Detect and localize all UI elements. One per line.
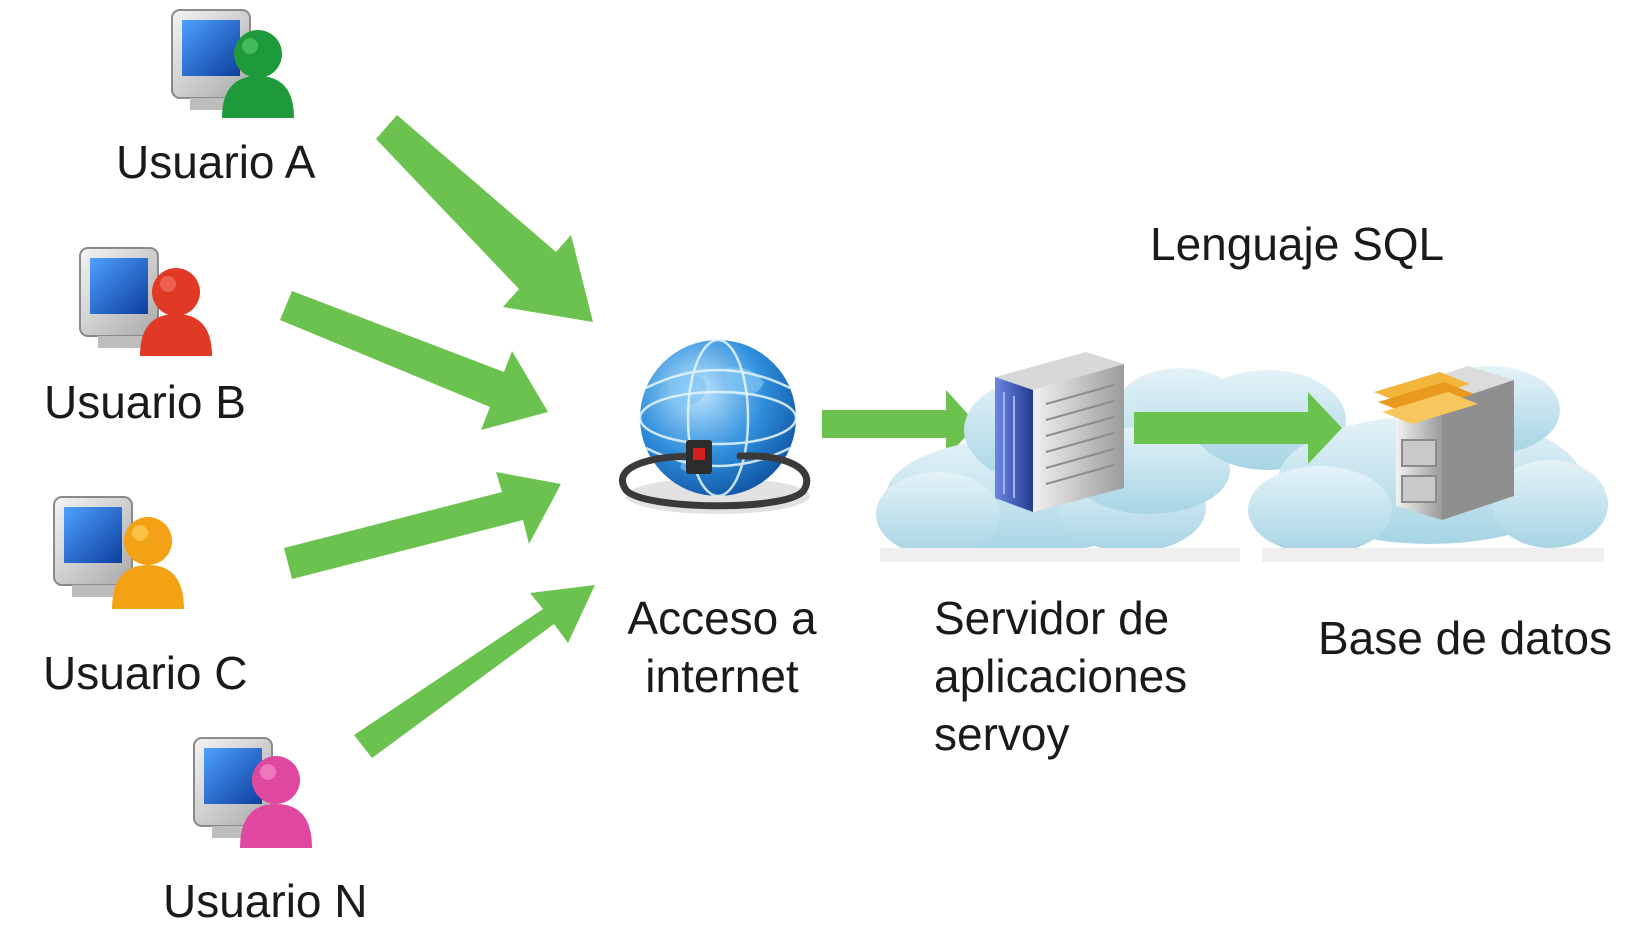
app-server-label-line1: Servidor de	[934, 592, 1169, 644]
internet-label-line2: internet	[645, 650, 799, 702]
database-icon	[1374, 366, 1514, 520]
arrow-user-b-to-internet	[280, 291, 548, 430]
server-icon	[995, 352, 1124, 512]
globe-icon	[618, 338, 811, 514]
user-n-label: Usuario N	[163, 875, 368, 927]
user-n-icon	[193, 737, 312, 848]
sql-language-label: Lenguaje SQL	[1150, 218, 1444, 270]
user-a-icon	[171, 9, 294, 118]
arrow-user-n-to-internet	[354, 585, 595, 758]
arrow-user-a-to-internet	[376, 115, 593, 322]
arrow-server-to-database	[1134, 392, 1342, 464]
user-b-icon	[79, 247, 212, 356]
user-c-icon	[53, 496, 184, 609]
database-label: Base de datos	[1318, 612, 1612, 664]
app-server-label-line3: servoy	[934, 708, 1069, 760]
user-c-label: Usuario C	[43, 647, 248, 699]
folder-icon	[1374, 372, 1478, 424]
arrow-user-c-to-internet	[284, 472, 561, 579]
internet-label-line1: Acceso a	[627, 592, 817, 644]
app-server-label-line2: aplicaciones	[934, 650, 1187, 702]
user-b-label: Usuario B	[44, 376, 246, 428]
user-a-label: Usuario A	[116, 136, 316, 188]
arrow-internet-to-server	[822, 390, 977, 458]
